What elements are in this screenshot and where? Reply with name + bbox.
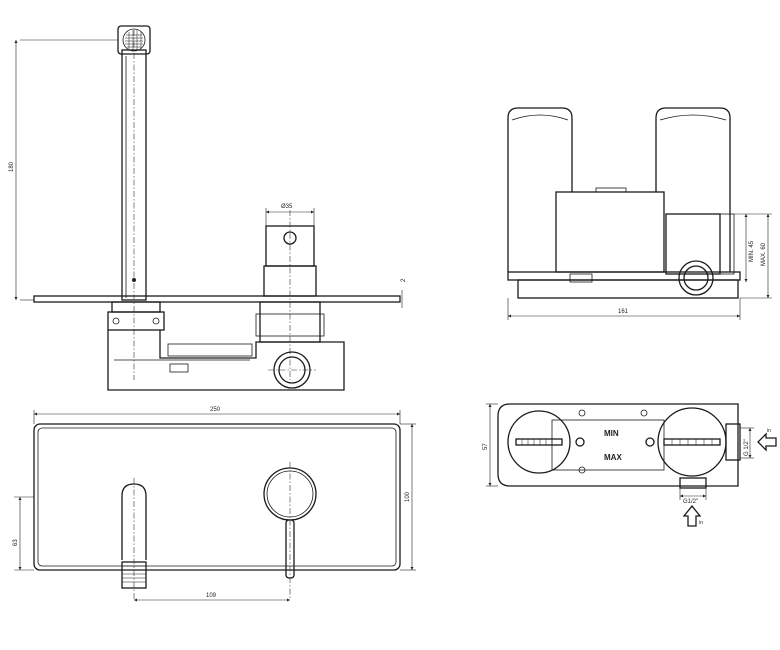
right-tower [655,107,731,272]
screw-right [645,437,655,447]
center-block [555,191,665,273]
wall-plate [33,295,401,303]
dim-inlet-side: G 1/2" [744,439,750,456]
dim-min-depth: MIN. 45 [749,240,755,262]
right-cartridge [657,407,727,477]
dim-body-depth: 57 [483,443,489,450]
flow-label-bottom: in [699,520,703,526]
dim-plate-thk: 2 [401,278,407,282]
flow-arrow-side [757,432,777,452]
dim-body-width: 161 [618,309,629,315]
side-inlet-top [725,423,741,461]
base-foot [517,279,739,299]
inlet-block [665,213,721,275]
left-slot [515,438,563,446]
flow-arrow-bottom [682,504,702,527]
body-front-view: 161 MIN. 45 MAX. 60 [507,107,772,320]
left-cartridge [507,410,571,474]
front-plate [33,423,401,571]
body-channel [167,343,253,357]
inlet-ring-outer [678,260,714,296]
body-base [507,271,741,281]
screw-left [575,437,585,447]
dim-plate-width: 250 [210,407,221,413]
label-max: MAX [604,453,622,462]
body-top-view: MIN MAX 57 G 1/2" G1/2" in in [483,403,777,527]
right-slot [663,438,721,446]
dim-inlet-bottom: G1/2" [683,499,698,505]
dim-spout-axis: 63 [13,539,19,546]
dim-plate-height: 100 [405,491,411,502]
dim-lever-dia: Ø35 [281,204,293,210]
base-slot [569,273,593,283]
lever-hole [283,231,297,245]
bottom-inlet-top [679,477,707,489]
dim-max-depth: MAX. 60 [761,242,767,266]
left-tower [507,107,573,272]
spout-screw [132,278,136,282]
body-slot [169,363,189,373]
spout-mount-nut [111,301,161,313]
flow-label-side: in [767,428,771,434]
front-view: 250 100 63 109 [13,407,416,602]
spout-mount [107,311,165,331]
side-view: 180 2 Ø35 [9,25,407,391]
dim-spout-height: 180 [9,161,15,172]
dim-spout-lever: 109 [206,593,217,599]
inlet-ring-inner [683,265,709,291]
top-body-outline [497,403,739,487]
label-min: MIN [604,429,619,438]
